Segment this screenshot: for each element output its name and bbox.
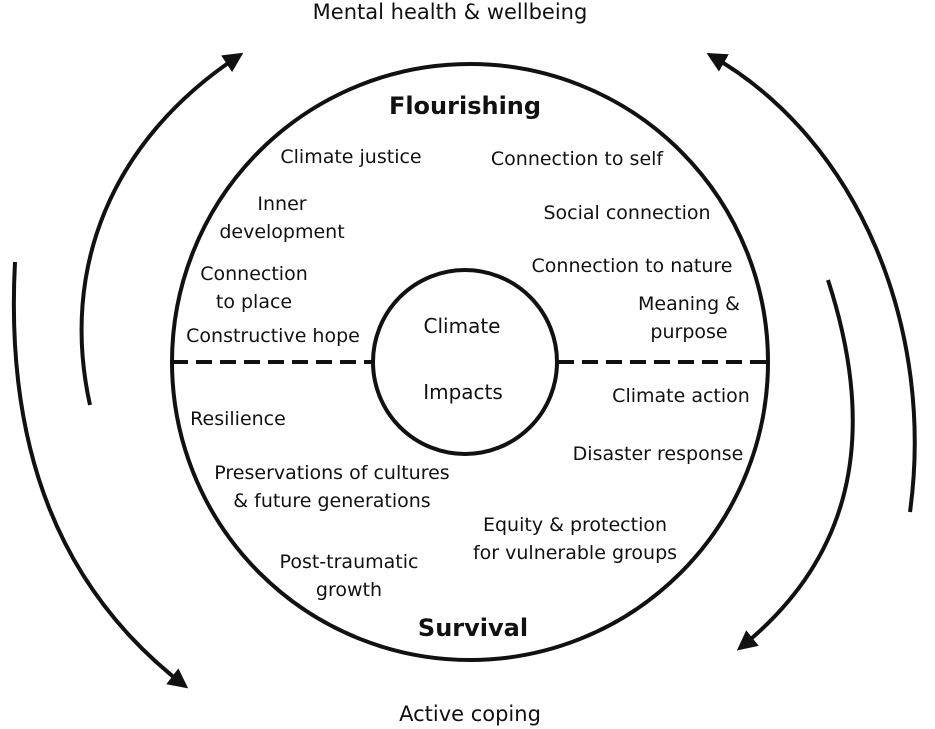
arrow-left-upper <box>79 52 244 406</box>
survival-item-equity-protection: Equity & protection for vulnerable group… <box>472 514 678 564</box>
flourishing-item-constructive-hope: Constructive hope <box>186 325 360 347</box>
flourishing-item-inner-development: Inner development <box>219 193 345 243</box>
arrow-right-upper <box>706 53 917 513</box>
flourishing-item-connection-to-place: Connection to place <box>200 263 308 313</box>
survival-item-preservation-cultures: Preservations of cultures & future gener… <box>214 462 450 512</box>
survival-item-post-traumatic-growth: Post-traumatic growth <box>279 551 419 601</box>
survival-item-climate-action: Climate action <box>612 385 750 407</box>
survival-item-resilience: Resilience <box>190 408 286 430</box>
flourishing-item-meaning-purpose: Meaning & purpose <box>637 293 741 343</box>
flourishing-item-connection-to-self: Connection to self <box>490 148 664 170</box>
center-text-line2: Impacts <box>423 380 503 404</box>
flourishing-item-connection-to-nature: Connection to nature <box>531 255 733 277</box>
survival-heading: Survival <box>417 614 529 642</box>
flourishing-item-social-connection: Social connection <box>543 202 711 224</box>
flourishing-heading: Flourishing <box>388 92 542 120</box>
outer-top-label: Mental health & wellbeing <box>312 0 588 24</box>
arrow-right-lower <box>736 279 855 651</box>
survival-item-disaster-response: Disaster response <box>572 443 744 465</box>
flourishing-item-climate-justice: Climate justice <box>280 146 422 168</box>
center-text-line1: Climate <box>423 314 501 338</box>
outer-bottom-label: Active coping <box>399 702 541 726</box>
center-circle <box>371 268 559 456</box>
arrow-left-lower <box>11 261 189 689</box>
